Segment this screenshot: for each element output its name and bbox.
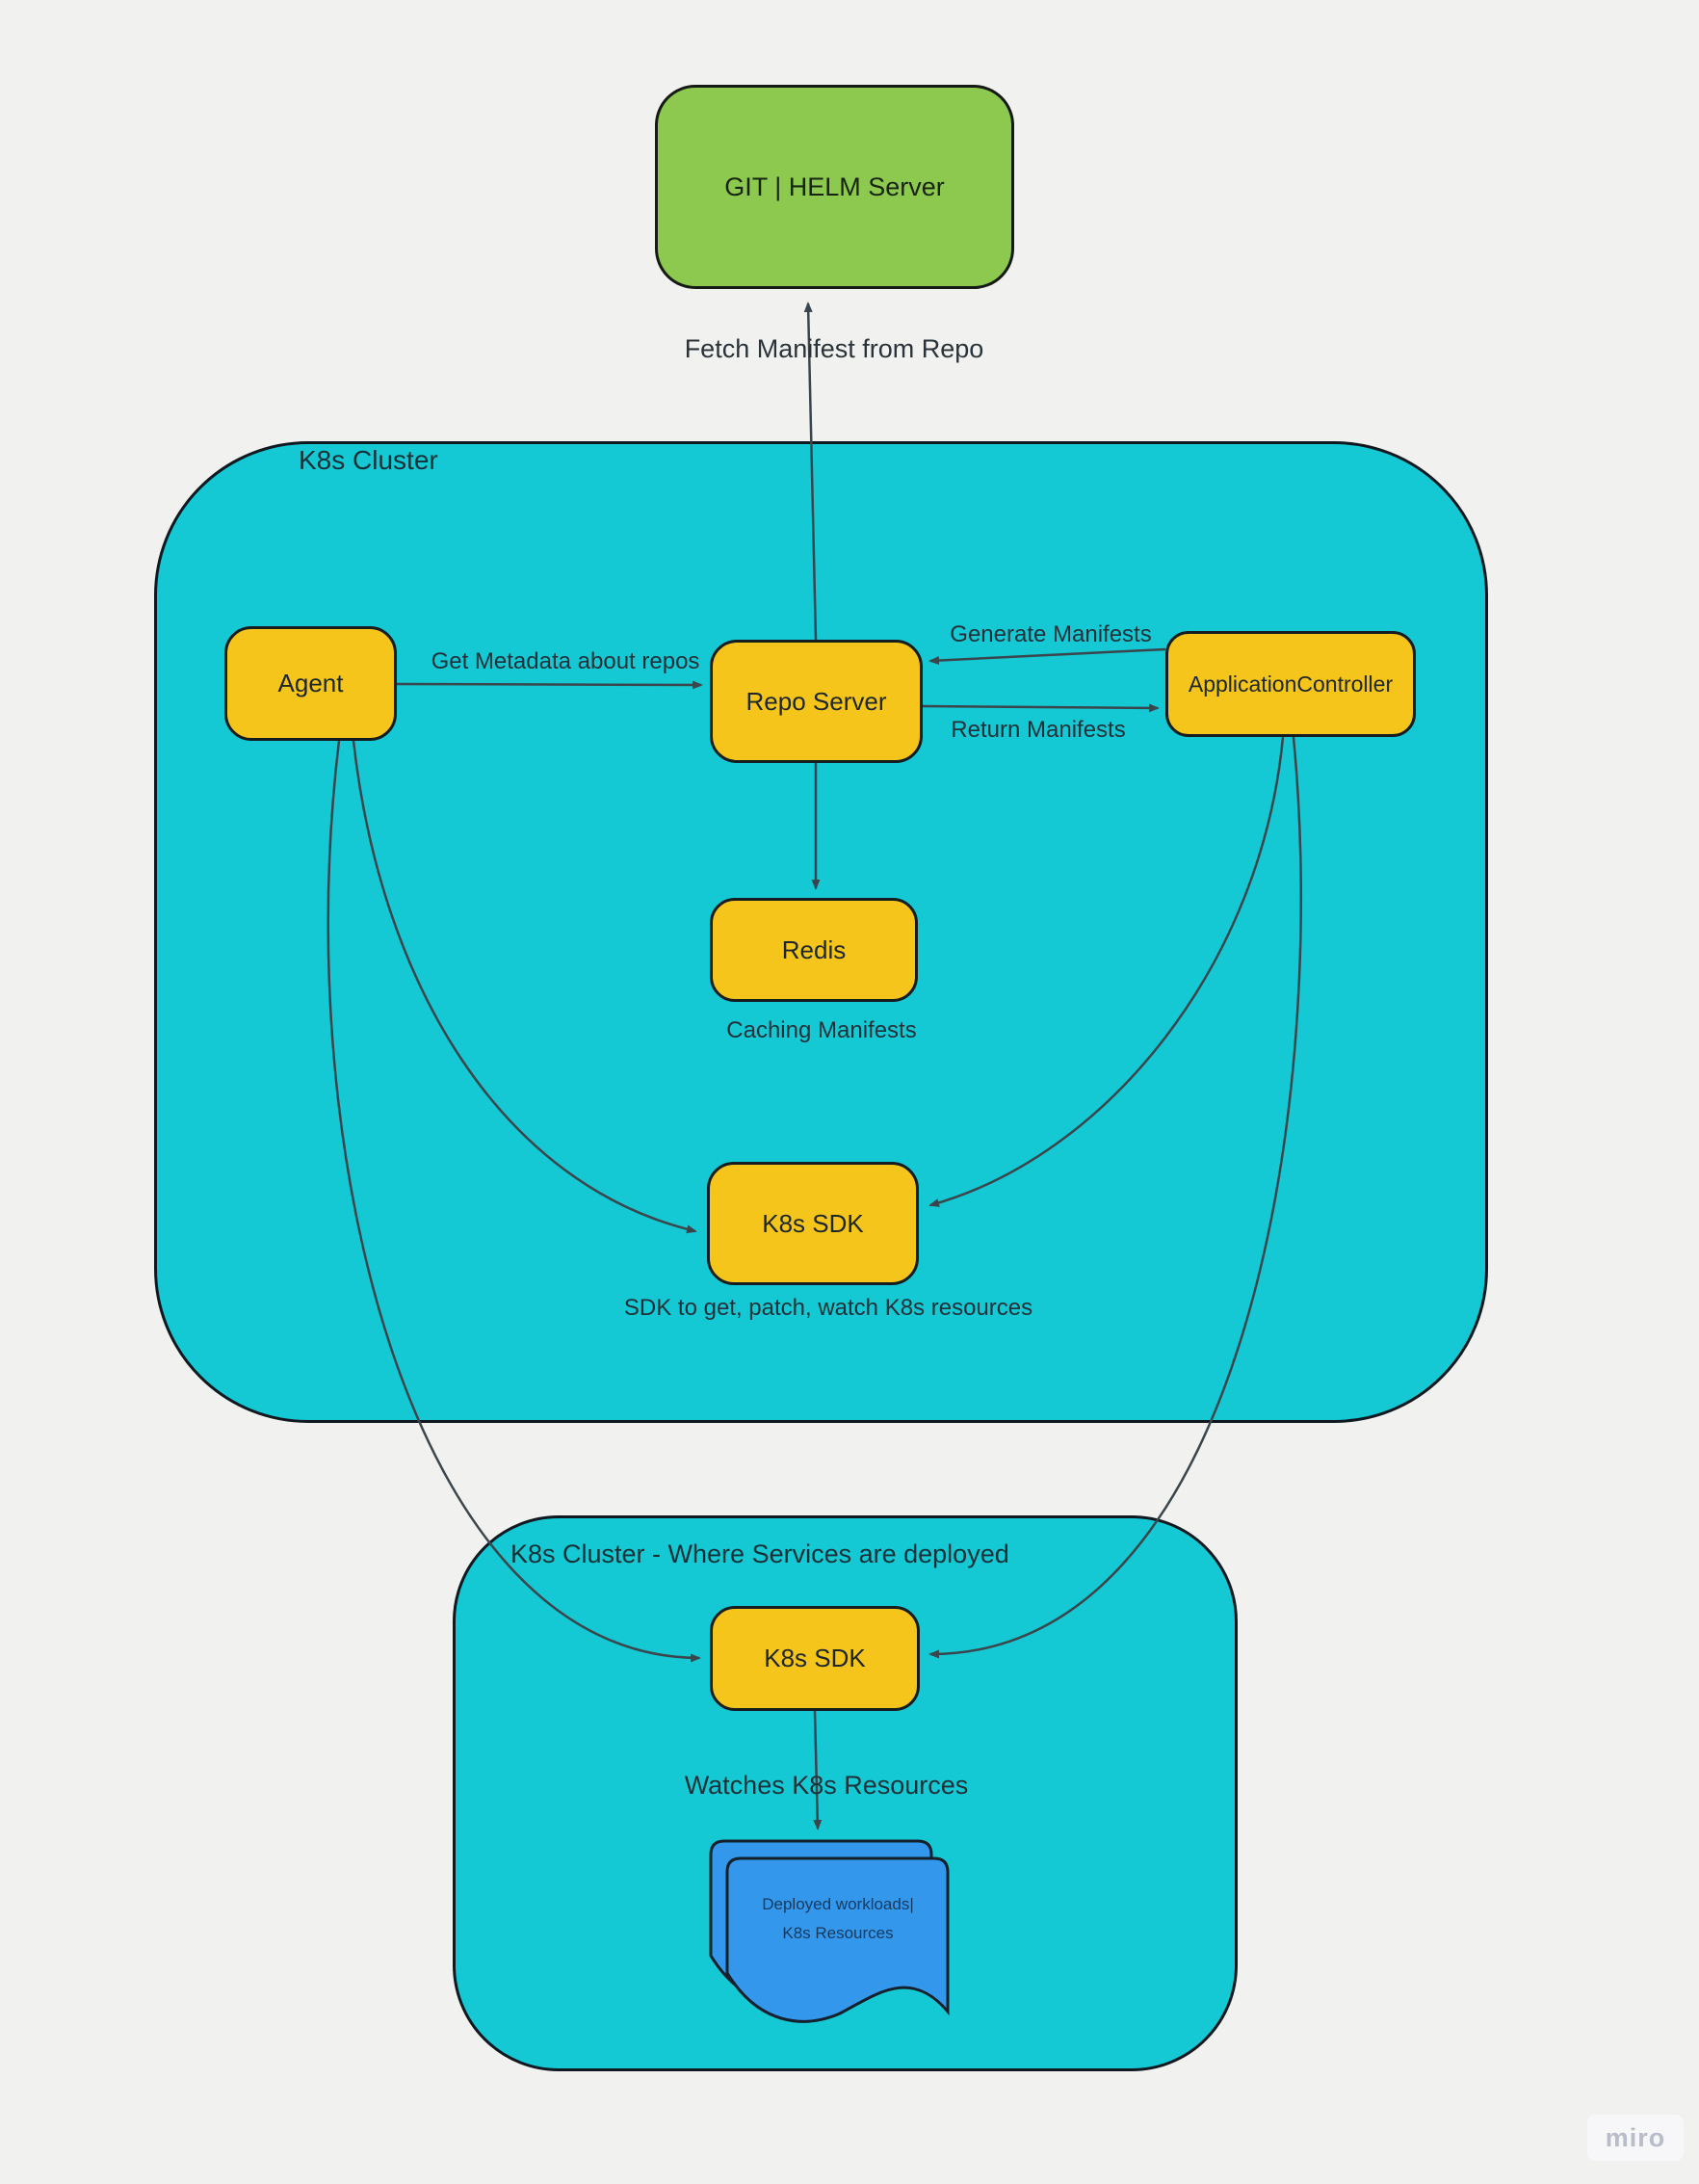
edge-generate-manifests bbox=[928, 647, 1166, 666]
fetch-manifest-label: Fetch Manifest from Repo bbox=[684, 334, 984, 363]
sdk-caption-cluster1: SDK to get, patch, watch K8s resources bbox=[623, 1295, 1033, 1321]
watches-resources-caption: Watches K8s Resources bbox=[684, 1771, 969, 1800]
get-metadata-label: Get Metadata about repos bbox=[431, 648, 700, 674]
application-controller-node[interactable]: ApplicationController bbox=[1165, 631, 1416, 737]
document-shape-front[interactable] bbox=[725, 1856, 950, 2023]
generate-manifests-label: Generate Manifests bbox=[950, 621, 1152, 647]
deployed-workloads-line1: Deployed workloads| bbox=[762, 1895, 914, 1913]
application-controller-label: ApplicationController bbox=[1188, 671, 1394, 697]
repo-server-node[interactable]: Repo Server bbox=[710, 640, 923, 763]
redis-label: Redis bbox=[781, 934, 847, 964]
agent-node[interactable]: Agent bbox=[224, 626, 397, 741]
k8s-sdk-label-cluster1: K8s SDK bbox=[762, 1208, 864, 1238]
edge-get-metadata bbox=[396, 680, 703, 690]
git-helm-server-label: GIT | HELM Server bbox=[724, 171, 945, 201]
deployed-workloads-line2: K8s Resources bbox=[782, 1924, 894, 1942]
cluster2-title: K8s Cluster - Where Services are deploye… bbox=[510, 1539, 1009, 1568]
return-manifests-label: Return Manifests bbox=[951, 717, 1126, 743]
redis-node[interactable]: Redis bbox=[710, 898, 918, 1002]
edge-agent-to-sdk1 bbox=[352, 740, 697, 1234]
edge-sdk2-to-workloads bbox=[813, 1710, 823, 1830]
caching-manifests-caption: Caching Manifests bbox=[726, 1017, 917, 1043]
k8s-sdk-label-cluster2: K8s SDK bbox=[764, 1644, 866, 1672]
miro-watermark: miro bbox=[1587, 2115, 1684, 2161]
repo-server-label: Repo Server bbox=[745, 686, 887, 716]
git-helm-server-node[interactable]: GIT | HELM Server bbox=[655, 85, 1014, 289]
miro-watermark-label: miro bbox=[1605, 2122, 1666, 2152]
cluster1-title: K8s Cluster bbox=[299, 445, 438, 475]
edge-appctrl-to-sdk2 bbox=[928, 736, 1303, 1659]
edge-fetch-manifest bbox=[803, 302, 818, 641]
edge-agent-to-sdk2 bbox=[327, 740, 701, 1663]
k8s-sdk-node-cluster1[interactable]: K8s SDK bbox=[707, 1162, 919, 1285]
edge-appctrl-to-sdk1 bbox=[928, 736, 1285, 1207]
edge-return-manifests bbox=[922, 703, 1160, 713]
k8s-sdk-node-cluster2[interactable]: K8s SDK bbox=[710, 1606, 920, 1711]
agent-label: Agent bbox=[277, 669, 344, 697]
deployed-workloads-label: Deployed workloads| K8s Resources bbox=[722, 1890, 954, 1948]
